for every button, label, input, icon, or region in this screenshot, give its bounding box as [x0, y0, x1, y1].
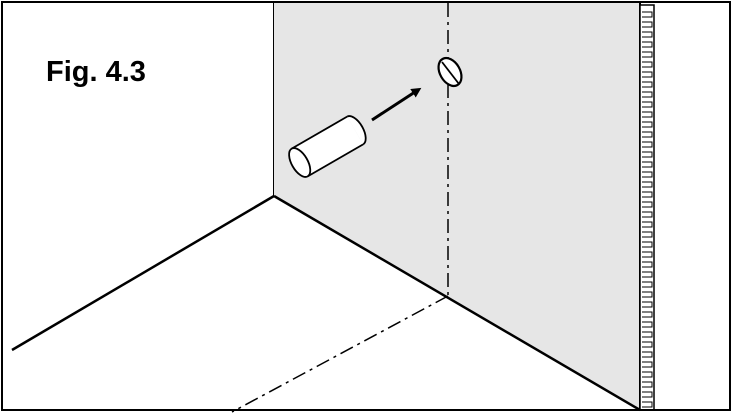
insert-arrow-icon — [371, 87, 422, 122]
wall-plug-icon — [288, 115, 367, 178]
guide-lines — [231, 3, 449, 413]
figure-label: Fig. 4.3 — [46, 56, 146, 88]
panel-edge-teeth — [642, 11, 653, 408]
plug-front-cap — [288, 147, 312, 178]
plug-body — [291, 116, 364, 177]
panel-edge-serrated — [639, 4, 655, 411]
floor-guide-line — [231, 295, 449, 413]
hole-slash — [441, 61, 460, 85]
wall-panel — [273, 3, 655, 412]
panel-face — [274, 3, 640, 410]
plug-rear-cap — [346, 115, 367, 146]
panel-bottom-edge — [273, 194, 641, 412]
plug-bottom-edge — [307, 143, 364, 178]
floor-left-edge — [11, 194, 275, 352]
plug-top-edge — [291, 115, 348, 150]
drill-hole-icon — [437, 56, 463, 88]
